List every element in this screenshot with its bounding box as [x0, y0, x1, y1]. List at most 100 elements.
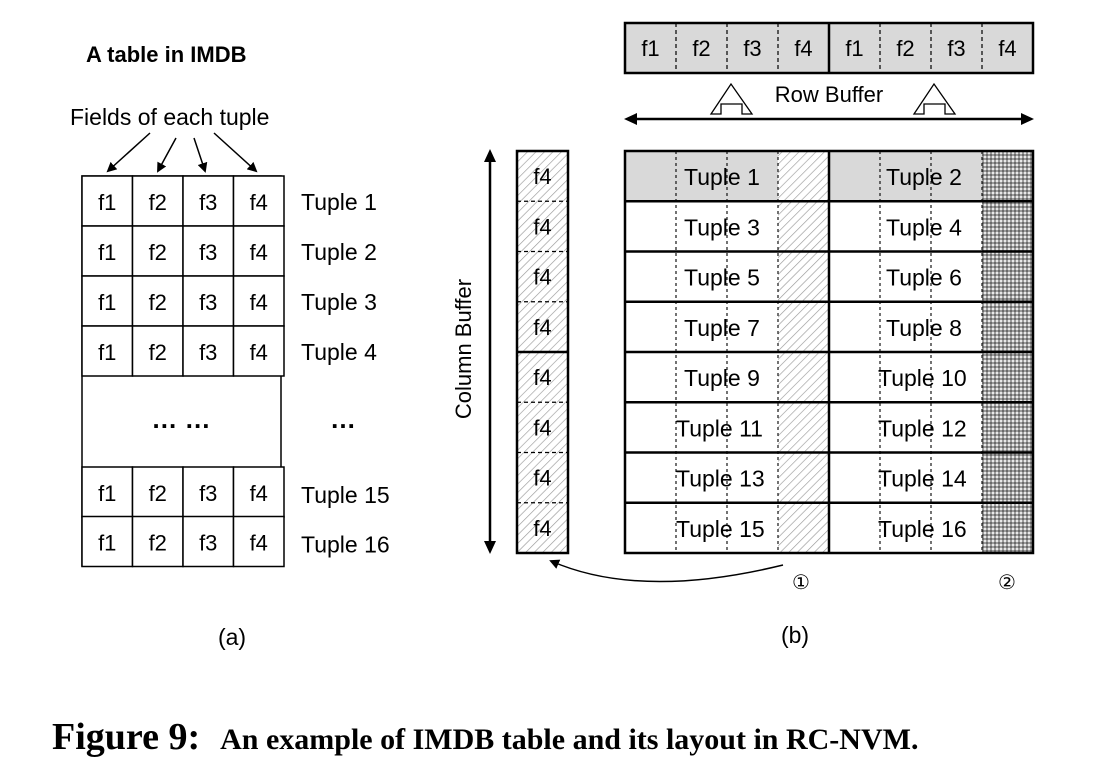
row-buffer-cell: f3	[947, 36, 965, 61]
column-buffer-border	[515, 149, 570, 555]
row-buffer-cell: f1	[845, 36, 863, 61]
sublabel-a: (a)	[218, 624, 246, 650]
row-buffer-cell: f4	[998, 36, 1016, 61]
f4-cell-left	[778, 251, 829, 302]
column-buffer-cell	[517, 452, 568, 503]
tuple-label: Tuple 2	[301, 239, 377, 265]
f4-cell-left	[778, 502, 829, 553]
column-buffer-cell	[517, 352, 568, 403]
field-cell	[81, 175, 134, 227]
f4-cell-left	[778, 352, 829, 403]
field-cell-label: f2	[149, 290, 167, 315]
column-buffer-label: Column Buffer	[451, 279, 476, 419]
field-cell-label: f3	[199, 531, 217, 556]
field-arrows	[106, 132, 258, 173]
field-cell	[81, 515, 134, 568]
f4-cell-right	[982, 402, 1033, 453]
field-cell	[232, 515, 285, 568]
field-cell-label: f4	[250, 340, 268, 365]
column-buffer-cell-label: f4	[533, 365, 551, 390]
marker-1: ①	[792, 572, 810, 594]
column-buffer-cell	[517, 301, 568, 352]
grid-tuple-label: Tuple 10	[878, 365, 967, 391]
ellipsis-fields: … …	[151, 404, 210, 434]
column-buffer-cell	[517, 151, 568, 202]
grid-tuple-label: Tuple 11	[676, 415, 763, 441]
imdb-table: f1 f2 f3 f4 f1 f2 f3 f4 f1 f2 f3 f4 f1 f2 f3 f4 f1 f2 f3 f…	[81, 175, 285, 568]
field-cell-label: f1	[98, 290, 116, 315]
ellipsis-tuples: …	[330, 404, 356, 434]
field-cell-label: f3	[199, 340, 217, 365]
row-buffer-cell: f3	[743, 36, 761, 61]
field-cell	[182, 225, 235, 277]
field-cell-label: f4	[250, 190, 268, 215]
row-buffer-cell: f4	[794, 36, 812, 61]
field-cell-label: f4	[250, 290, 268, 315]
column-buffer-cell	[517, 502, 568, 553]
field-cell	[182, 275, 235, 327]
column-buffer-cell-label: f4	[533, 164, 551, 189]
grid-tuple-label: Tuple 13	[676, 466, 765, 492]
grid-border	[623, 149, 1035, 555]
field-cell-label: f1	[98, 481, 116, 506]
f4-cell-left	[778, 201, 829, 252]
caption-text: An example of IMDB table and its layout …	[220, 723, 918, 756]
field-cell	[81, 325, 134, 377]
row-buffer-up-arrow-right	[912, 82, 957, 115]
tuple-label: Tuple 3	[301, 289, 377, 315]
column-buffer-cell-label: f4	[533, 415, 551, 440]
column-buffer-height-arrow	[484, 149, 496, 554]
row-buffer-cell: f2	[692, 36, 710, 61]
grid-tuple-label: Tuple 8	[886, 315, 962, 341]
f4-cell-left	[778, 301, 829, 352]
field-cell-label: f3	[199, 290, 217, 315]
field-cell	[182, 325, 235, 377]
field-cell-label: f1	[98, 190, 116, 215]
column-buffer-cell-label: f4	[533, 214, 551, 239]
field-cell	[182, 466, 235, 518]
row-buffer-up-arrow-left	[709, 82, 754, 115]
field-cell-label: f1	[98, 340, 116, 365]
f4-cell-left	[778, 151, 829, 202]
f4-cell-right	[982, 502, 1033, 553]
f4-cell-right	[982, 151, 1033, 202]
f4-cell-right	[982, 352, 1033, 403]
grid-tuple-label: Tuple 15	[676, 516, 765, 542]
field-cell	[131, 466, 184, 518]
grid-tuple-label: Tuple 4	[886, 214, 962, 240]
f4-cell-left	[778, 452, 829, 503]
field-cell-label: f2	[149, 240, 167, 265]
grid-tuple-label: Tuple 9	[684, 365, 760, 391]
field-cell-label: f4	[250, 481, 268, 506]
field-cell-label: f1	[98, 240, 116, 265]
f4-cell-left	[778, 402, 829, 453]
field-cell-label: f3	[199, 240, 217, 265]
field-cell-label: f2	[149, 340, 167, 365]
field-cell-label: f2	[149, 481, 167, 506]
tuple-label: Tuple 1	[301, 189, 377, 215]
column-buffer-cell	[517, 201, 568, 252]
column-buffer-cell	[517, 402, 568, 453]
f4-cell-right	[982, 452, 1033, 503]
grid-tuple-label: Tuple 6	[886, 265, 962, 291]
fields-label: Fields of each tuple	[70, 104, 269, 130]
field-cell-label: f4	[250, 240, 268, 265]
field-cell-label: f2	[149, 190, 167, 215]
field-cell-label: f4	[250, 531, 268, 556]
left-title: A table in IMDB	[86, 42, 247, 67]
column-buffer-cell-label: f4	[533, 516, 551, 541]
tuple-label: Tuple 4	[301, 339, 377, 365]
column-buffer-cell-label: f4	[533, 466, 551, 491]
grid-tuple-label: Tuple 5	[684, 265, 760, 291]
grid-tuple-label: Tuple 14	[878, 466, 967, 492]
f4-cell-right	[982, 251, 1033, 302]
field-cell-label: f3	[199, 190, 217, 215]
grid-tuple-label: Tuple 12	[878, 415, 967, 441]
grid-tuple-label: Tuple 16	[878, 516, 967, 542]
field-cell	[131, 515, 184, 568]
